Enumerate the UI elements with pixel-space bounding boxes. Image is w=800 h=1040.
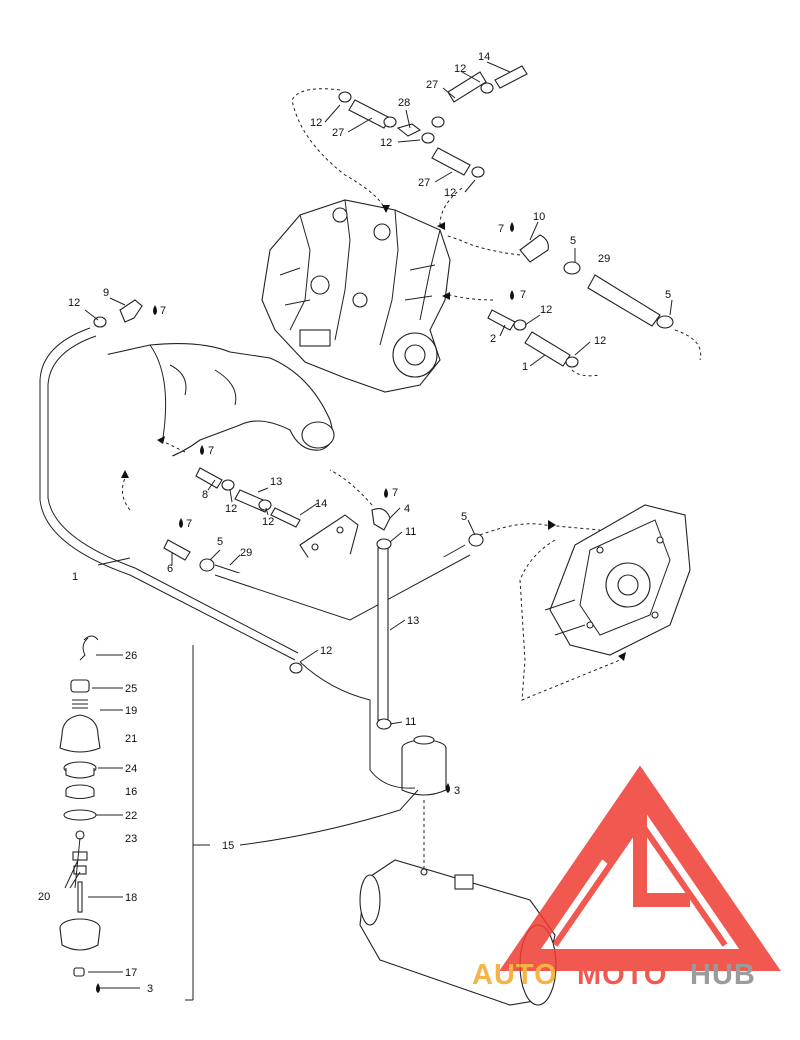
callout-22: 22: [125, 810, 137, 822]
callout-12-a: 12: [310, 117, 322, 129]
callout-12-c: 12: [444, 187, 456, 199]
callout-27-top: 27: [426, 79, 438, 91]
callout-7-d: 7: [208, 445, 214, 457]
callout-25: 25: [125, 683, 137, 695]
hose-27-c: [431, 147, 471, 176]
callout-13-b: 13: [407, 615, 419, 627]
callout-12-b: 12: [380, 137, 392, 149]
hose-29-upper: [587, 274, 661, 327]
callout-5-c: 5: [461, 511, 467, 523]
oil-drop-icon: [96, 222, 514, 993]
callout-15: 15: [222, 840, 234, 852]
hose-1-upper: [524, 331, 571, 367]
callout-27-a: 27: [332, 127, 344, 139]
callout-12-g: 12: [225, 503, 237, 515]
callout-12-e: 12: [594, 335, 606, 347]
callout-3-b: 3: [147, 983, 153, 995]
callout-11-b: 11: [405, 716, 416, 728]
clamps-and-fittings: [93, 65, 674, 730]
leader-lines: [64, 61, 673, 989]
coolant-reservoir: [401, 735, 447, 876]
callout-8: 8: [202, 489, 208, 501]
flow-arrow-icon: [121, 205, 626, 661]
callout-26: 26: [125, 650, 137, 662]
callout-14-a: 14: [315, 498, 327, 510]
hose-27-a: [348, 99, 391, 129]
callout-29-b: 29: [240, 547, 252, 559]
logo-text-hub: HUB: [690, 959, 756, 991]
callout-12-f: 12: [68, 297, 80, 309]
callout-12-d: 12: [540, 304, 552, 316]
callout-20: 20: [38, 891, 50, 903]
callout-5-b: 5: [665, 289, 671, 301]
logo-text-auto: AUTO: [472, 959, 558, 991]
jet-pump-housing: [544, 504, 691, 656]
callout-23: 23: [125, 833, 137, 845]
callout-1-a: 1: [522, 361, 528, 373]
callout-7-c: 7: [160, 305, 166, 317]
callout-2: 2: [490, 333, 496, 345]
callout-3-a: 3: [454, 785, 460, 797]
callout-24: 24: [125, 763, 137, 775]
engine-block: [261, 199, 451, 393]
callout-14-top: 14: [478, 51, 490, 63]
hose-13-vertical: [377, 547, 389, 721]
callout-12-h: 12: [262, 516, 274, 528]
callout-17: 17: [125, 967, 137, 979]
coolant-flow-path: [121, 88, 702, 701]
callout-7-e: 7: [392, 487, 398, 499]
callout-21: 21: [125, 733, 137, 745]
callout-11-a: 11: [405, 526, 416, 538]
callout-13-a: 13: [270, 476, 282, 488]
callout-4: 4: [404, 503, 410, 515]
callout-7-b: 7: [520, 289, 526, 301]
callout-27-b: 27: [418, 177, 430, 189]
callout-labels: 14 12 27 28 12 27 12 27 12 10 7 5 29 5 7…: [38, 51, 671, 995]
callout-1-b: 1: [72, 571, 78, 583]
callout-28: 28: [398, 97, 410, 109]
callout-19: 19: [125, 705, 137, 717]
automotohub-logo: AUTO MOTO HUB: [472, 765, 781, 991]
callout-5-a: 5: [570, 235, 576, 247]
callout-16: 16: [125, 786, 137, 798]
logo-text-moto: MOTO: [577, 959, 667, 991]
callout-6: 6: [167, 563, 173, 575]
callout-5-d: 5: [217, 536, 223, 548]
callout-12-i: 12: [320, 645, 332, 657]
callout-12-top: 12: [454, 63, 466, 75]
callout-7-a: 7: [498, 223, 504, 235]
callout-10: 10: [533, 211, 545, 223]
thermostat-assembly: [59, 635, 194, 1001]
callout-9: 9: [103, 287, 109, 299]
callout-18: 18: [125, 892, 137, 904]
callout-29-a: 29: [598, 253, 610, 265]
callout-7-f: 7: [186, 518, 192, 530]
